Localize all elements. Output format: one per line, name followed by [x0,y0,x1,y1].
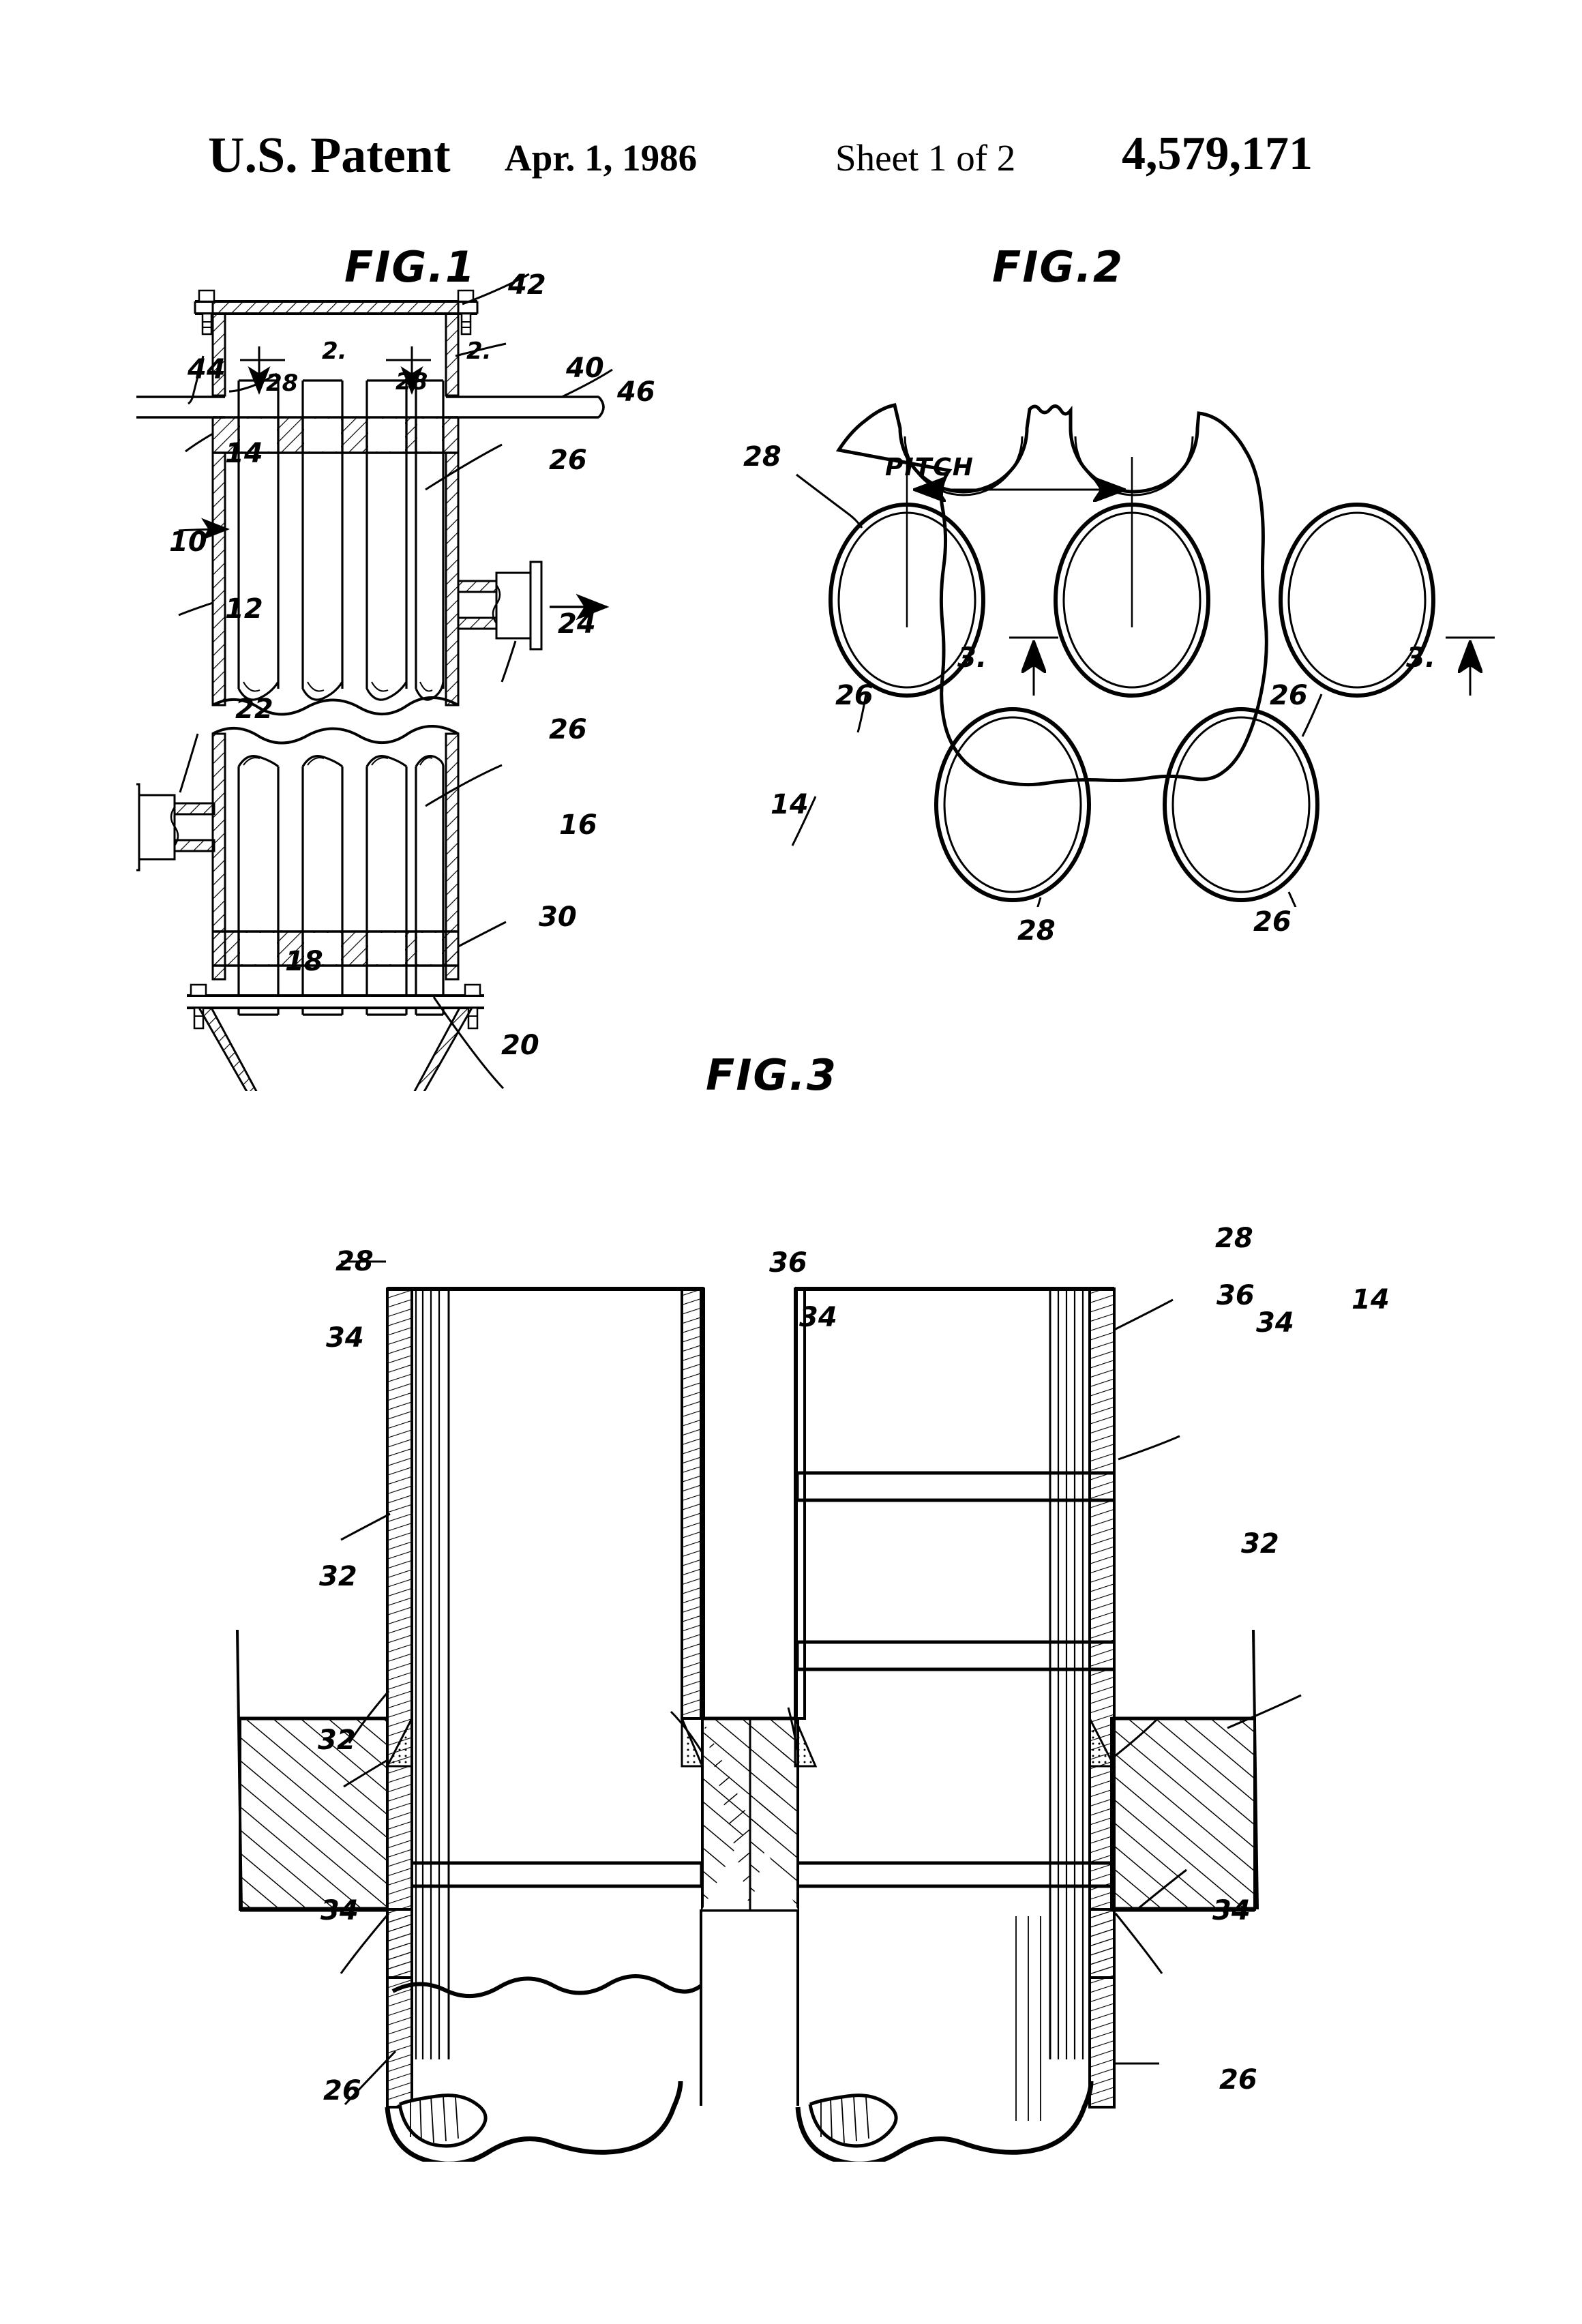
patent-office-title: U.S. Patent [208,128,451,183]
fig2-dimension-pitch: PITCH [885,453,974,481]
fig1-ref-26-upper: 26 [549,445,587,476]
fig3-ref-36-right: 36 [1217,1280,1255,1311]
fig2-ref-14: 14 [771,789,809,820]
fig3-ref-32-lower-left: 32 [318,1725,356,1756]
fig3-ref-34-lower-right: 34 [1212,1895,1251,1926]
figure-2-title: FIG.2 [992,242,1124,292]
fig1-ref-22: 22 [235,694,273,725]
figure-3-title: FIG.3 [706,1050,838,1100]
fig1-ref-42: 42 [508,269,546,301]
fig1-ref-26-lower: 26 [549,714,587,745]
fig1-ref-18: 18 [285,946,323,977]
figure-1-title: FIG.1 [344,242,477,292]
fig1-ref-46: 46 [617,376,655,408]
fig1-section-marker-2-right: 2. [466,338,492,365]
fig3-ref-36-left: 36 [769,1247,807,1279]
patent-header: U.S. Patent Apr. 1, 1986 Sheet 1 of 2 4,… [0,127,1582,202]
fig3-ref-32-upper-left: 32 [319,1561,357,1592]
patent-issue-date: Apr. 1, 1986 [505,137,698,179]
fig3-ref-26-left: 26 [323,2075,361,2106]
fig1-ref-16: 16 [559,809,597,841]
fig3-ref-28-left: 28 [335,1246,374,1277]
fig1-ref-10: 10 [169,526,207,558]
fig2-ref-26-left: 26 [835,680,874,711]
figure-3-drawing [232,1152,1405,2162]
fig3-ref-26-right: 26 [1219,2064,1257,2096]
fig3-ref-14: 14 [1352,1284,1390,1315]
fig1-ref-20: 20 [501,1030,539,1061]
patent-number: 4,579,171 [1122,128,1313,180]
fig3-ref-34-right: 34 [1256,1307,1294,1339]
fig3-ref-34-lower-left: 34 [320,1895,359,1926]
fig1-ref-14: 14 [225,438,263,469]
fig1-ref-12: 12 [225,593,263,625]
figure-1-drawing [136,273,682,1091]
sheet-number: Sheet 1 of 2 [835,137,1016,179]
fig2-ref-26-right: 26 [1270,680,1308,711]
fig2-ref-26-bottom: 26 [1253,906,1292,938]
fig1-ref-28-left: 28 [266,370,299,397]
fig1-ref-24: 24 [558,608,596,640]
fig2-section-marker-3-left: 3. [957,642,987,674]
fig1-ref-28-center: 28 [395,368,428,396]
fig3-ref-28-right: 28 [1215,1223,1253,1254]
fig3-ref-34-left: 34 [326,1322,364,1354]
fig3-ref-34-mid: 34 [799,1302,837,1333]
fig1-ref-40: 40 [566,353,604,384]
fig2-section-marker-3-right: 3. [1406,642,1436,674]
fig3-ref-32-right: 32 [1241,1528,1279,1560]
fig1-ref-30: 30 [539,902,577,933]
fig2-ref-28-bottom: 28 [1017,915,1056,947]
figure-2-drawing [736,327,1500,907]
fig1-section-marker-2-left: 2. [322,338,347,365]
fig2-ref-28-top: 28 [743,441,781,473]
fig1-ref-44: 44 [188,354,226,385]
